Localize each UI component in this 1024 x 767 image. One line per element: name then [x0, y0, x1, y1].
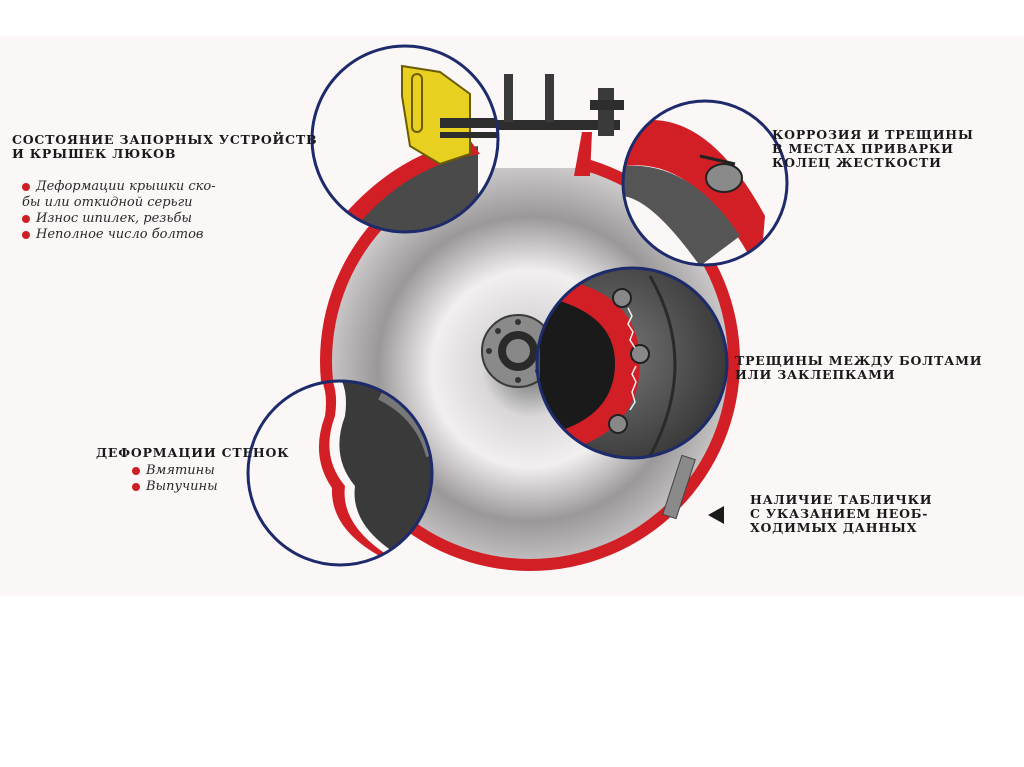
- list-wall-defects: Вмятины Выпучины: [132, 463, 218, 495]
- list-lock-defects: Деформации крышки ско- бы или откидной с…: [22, 179, 216, 243]
- vessel-diagram: [246, 44, 789, 571]
- label-locks-title: СОСТОЯНИЕ ЗАПОРНЫХ УСТРОЙСТВ И КРЫШЕК ЛЮ…: [12, 132, 318, 161]
- nameplate: [662, 454, 696, 520]
- label-walls-title: ДЕФОРМАЦИИ СТЕНОК: [96, 445, 290, 460]
- hatch-clamp: [440, 74, 624, 136]
- zoom-bolt-cracks: [535, 266, 729, 460]
- zoom-weld-corrosion: [621, 99, 789, 267]
- label-nameplate: НАЛИЧИЕ ТАБЛИЧКИ С УКАЗАНИЕМ НЕОБ- ХОДИМ…: [750, 492, 933, 535]
- list-item: Деформации крышки ско-: [22, 179, 216, 195]
- bullet-icon: [22, 231, 30, 239]
- label-corrosion: КОРРОЗИЯ И ТРЕЩИНЫ В МЕСТАХ ПРИВАРКИ КОЛ…: [772, 127, 974, 170]
- bullet-icon: [22, 215, 30, 223]
- bullet-icon: [132, 467, 140, 475]
- zoom-wall-deformation: [246, 379, 434, 567]
- label-cracks: ТРЕЩИНЫ МЕЖДУ БОЛТАМИ ИЛИ ЗАКЛЕПКАМИ: [735, 353, 983, 382]
- list-item: Неполное число болтов: [22, 227, 216, 243]
- bullet-icon: [22, 183, 30, 191]
- list-item: Вмятины: [132, 463, 218, 479]
- diagram-figure: СОСТОЯНИЕ ЗАПОРНЫХ УСТРОЙСТВ И КРЫШЕК ЛЮ…: [0, 36, 1024, 596]
- list-item: бы или откидной серьги: [22, 195, 193, 210]
- bullet-icon: [132, 483, 140, 491]
- pointer-arrow-icon: [708, 506, 724, 524]
- list-item: Износ шпилек, резьбы: [22, 211, 216, 227]
- list-item: Выпучины: [132, 479, 218, 495]
- zoom-lock-mechanism: [310, 44, 500, 234]
